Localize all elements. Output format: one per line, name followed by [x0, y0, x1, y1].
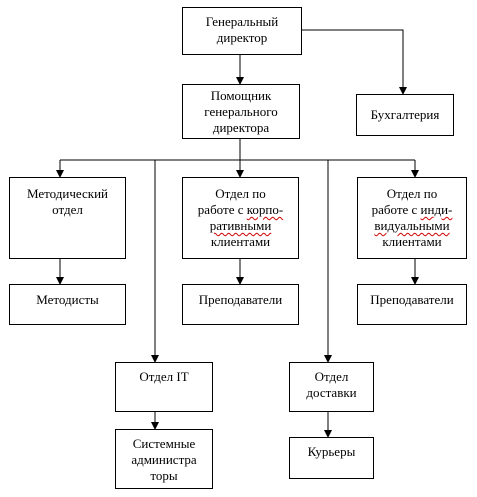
- node-individual-dept-line3: видуальными: [374, 218, 450, 233]
- node-sysadmins-line1: Системные: [132, 436, 196, 451]
- node-methodical-dept: Методический отдел: [9, 177, 126, 259]
- node-sysadmins: Системные администра торы: [115, 429, 213, 489]
- node-accounting-line1: Бухгалтерия: [370, 107, 440, 122]
- node-sysadmins-line3: торы: [150, 468, 178, 483]
- node-corporate-dept-line1: Отдел по: [215, 186, 266, 201]
- node-assistant-line1: Помощник: [210, 88, 272, 103]
- node-couriers-line1: Курьеры: [307, 444, 356, 459]
- node-general-director: Генеральный директор: [182, 7, 302, 55]
- node-methodists-line1: Методисты: [36, 292, 99, 307]
- node-methodical-dept-line1: Методический: [27, 186, 108, 201]
- node-corporate-dept-line2-spell: корпо-: [246, 202, 284, 217]
- node-assistant-line3: директора: [212, 120, 270, 135]
- node-corporate-dept-line2-pre: работе с: [197, 202, 247, 217]
- node-assistant: Помощник генерального директора: [182, 84, 300, 139]
- node-delivery-dept: Отдел доставки: [289, 362, 374, 412]
- node-individual-dept-line2-spell: инди-: [420, 202, 453, 217]
- node-it-dept: Отдел IT: [115, 362, 213, 412]
- node-corporate-dept: Отдел по работе с корпо- ративными клиен…: [182, 177, 299, 259]
- node-general-director-line2: директор: [216, 30, 268, 45]
- node-general-director-line1: Генеральный: [205, 14, 279, 29]
- node-individual-dept-line1: Отдел по: [386, 186, 438, 201]
- node-assistant-line2: генерального: [204, 104, 278, 119]
- node-corporate-dept-line2: работе с корпо-: [186, 202, 295, 218]
- node-corporate-dept-line3: ративными: [209, 218, 272, 233]
- node-corporate-dept-line4: клиентами: [210, 234, 271, 249]
- node-couriers: Курьеры: [289, 437, 374, 479]
- node-teachers-corporate-line1: Преподаватели: [198, 292, 283, 307]
- node-teachers-corporate: Преподаватели: [182, 284, 299, 325]
- node-accounting: Бухгалтерия: [356, 94, 454, 136]
- node-individual-dept-line2: работе с инди-: [361, 202, 463, 218]
- node-individual-dept-line2-pre: работе с: [371, 202, 421, 217]
- node-delivery-dept-line2: доставки: [306, 385, 357, 400]
- node-sysadmins-line2: администра: [131, 452, 197, 467]
- node-teachers-individual: Преподаватели: [357, 284, 467, 325]
- node-methodical-dept-line2: отдел: [52, 202, 83, 217]
- node-methodists: Методисты: [9, 284, 126, 325]
- node-it-dept-line1: Отдел IT: [139, 369, 189, 384]
- edge-director-accounting: [302, 29, 407, 95]
- node-individual-dept: Отдел по работе с инди- видуальными клие…: [357, 177, 467, 259]
- node-individual-dept-line4: клиентами: [382, 234, 442, 249]
- node-teachers-individual-line1: Преподаватели: [370, 292, 454, 307]
- node-delivery-dept-line1: Отдел: [314, 369, 349, 384]
